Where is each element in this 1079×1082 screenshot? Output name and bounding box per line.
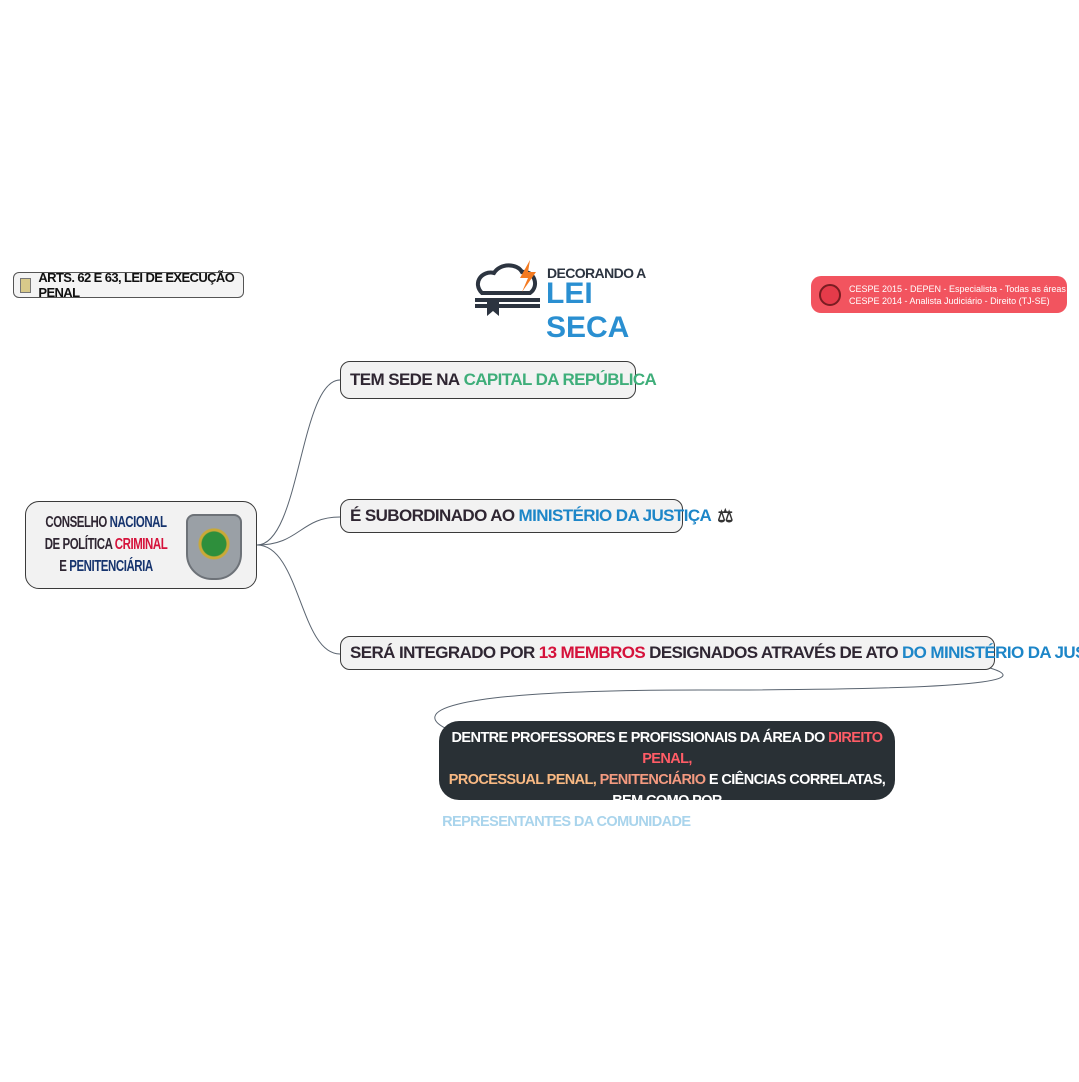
detail-node[interactable]: DENTRE PROFESSORES E PROFISSIONAIS DA ÁR…	[439, 721, 895, 851]
branch-text: SERÁ INTEGRADO POR	[350, 643, 535, 662]
detail-text: E CIÊNCIAS CORRELATAS, BEM COMO POR	[612, 772, 886, 809]
root-text: E	[59, 558, 70, 575]
branch-ministerio[interactable]: É SUBORDINADO AO MINISTÉRIO DA JUSTIÇA ⚖	[340, 499, 733, 533]
branch-text: TEM SEDE NA	[350, 370, 460, 389]
document-icon	[20, 277, 32, 293]
root-label: CONSELHO NACIONAL DE POLÍTICA CRIMINAL E…	[32, 512, 180, 578]
brain-book-icon	[475, 260, 540, 316]
detail-highlight: DIREITO PENAL,	[642, 730, 883, 767]
branch-capital[interactable]: TEM SEDE NA CAPITAL DA REPÚBLICA	[340, 361, 657, 399]
exam-badge: CESPE 2015 - DEPEN - Especialista - Toda…	[811, 276, 1067, 313]
root-node[interactable]: CONSELHO NACIONAL DE POLÍTICA CRIMINAL E…	[25, 501, 257, 589]
flower-icon	[819, 283, 841, 306]
detail-highlight: PENITENCIÁRIO	[599, 772, 706, 788]
branch-highlight: 13 MEMBROS	[538, 643, 646, 662]
root-text: CRIMINAL	[114, 536, 168, 553]
logo-bottom: LEI SECA	[546, 277, 630, 344]
detail-highlight: REPRESENTANTES DA COMUNIDADE	[442, 814, 691, 830]
logo: DECORANDO A LEI SECA	[472, 258, 662, 344]
branch-text: DESIGNADOS ATRAVÉS DE ATO	[649, 643, 898, 662]
scales-icon: ⚖	[717, 505, 733, 526]
branch-highlight: CAPITAL DA REPÚBLICA	[463, 370, 657, 389]
exam-1: CESPE 2015 - DEPEN - Especialista - Toda…	[849, 283, 1066, 294]
branch-highlight: MINISTÉRIO DA JUSTIÇA	[518, 506, 712, 525]
logo-top: DECORANDO A	[547, 265, 646, 281]
source-label: ARTS. 62 E 63, LEI DE EXECUÇÃO PENAL	[38, 270, 235, 300]
police-badge-icon	[186, 514, 242, 580]
root-text: PENITENCIÁRIA	[69, 558, 153, 575]
detail-text: E DOS MINISTÉRIOS DA ÁREA SOCIAL	[641, 814, 892, 851]
branch-membros[interactable]: SERÁ INTEGRADO POR 13 MEMBROS DESIGNADOS…	[340, 636, 1079, 670]
exam-2: CESPE 2014 - Analista Judiciário - Direi…	[849, 295, 1050, 306]
root-text: NACIONAL	[109, 514, 167, 531]
root-text: DE POLÍTICA	[44, 536, 115, 553]
detail-text: DENTRE PROFESSORES E PROFISSIONAIS DA ÁR…	[451, 730, 829, 746]
branch-text: É SUBORDINADO AO	[350, 506, 515, 525]
root-text: CONSELHO	[45, 514, 110, 531]
source-tag: ARTS. 62 E 63, LEI DE EXECUÇÃO PENAL	[13, 270, 244, 300]
detail-highlight: PROCESSUAL PENAL,	[448, 772, 600, 788]
branch-highlight: DO MINISTÉRIO DA JUSTIÇA,	[901, 643, 1079, 662]
